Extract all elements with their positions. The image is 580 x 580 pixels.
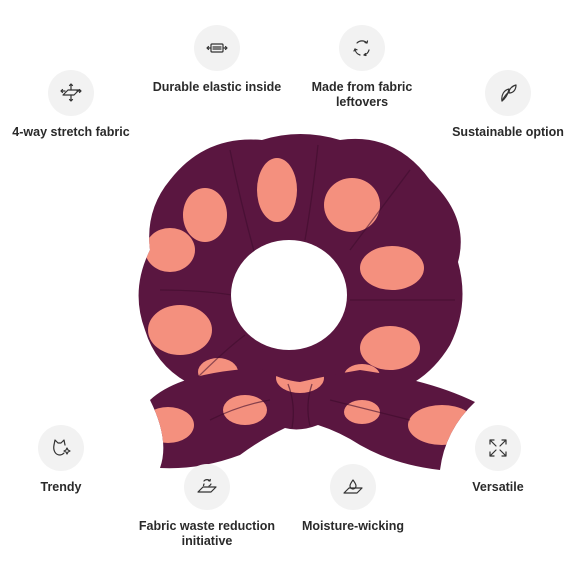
feature-sustainable: Sustainable option (433, 70, 580, 140)
feature-label: Made from fabric leftovers (311, 80, 413, 109)
feature-versatile: Versatile (423, 425, 573, 495)
recycle-icon (339, 25, 385, 71)
four-way-stretch-icon (48, 70, 94, 116)
feature-label: Fabric waste reduction initiative (138, 519, 276, 548)
feature-label: Durable elastic inside (152, 80, 282, 94)
feature-label: Versatile (472, 480, 524, 494)
leaf-icon (485, 70, 531, 116)
feature-fabric-waste-reduction: Fabric waste reduction initiative (132, 464, 282, 549)
feature-four-way-stretch: 4-way stretch fabric (0, 70, 146, 140)
feature-label: Trendy (40, 480, 82, 494)
elastic-band-icon (194, 25, 240, 71)
water-drop-icon (330, 464, 376, 510)
feature-trendy: Trendy (0, 425, 136, 495)
expand-arrows-icon (475, 425, 521, 471)
feature-durable-elastic: Durable elastic inside (142, 25, 292, 95)
feature-fabric-leftovers: Made from fabric leftovers (287, 25, 437, 110)
fabric-recycle-icon (184, 464, 230, 510)
feature-label: 4-way stretch fabric (12, 125, 130, 139)
cat-sparkle-icon (38, 425, 84, 471)
feature-moisture-wicking: Moisture-wicking (278, 464, 428, 534)
feature-label: Sustainable option (452, 125, 564, 139)
feature-label: Moisture-wicking (301, 519, 405, 533)
